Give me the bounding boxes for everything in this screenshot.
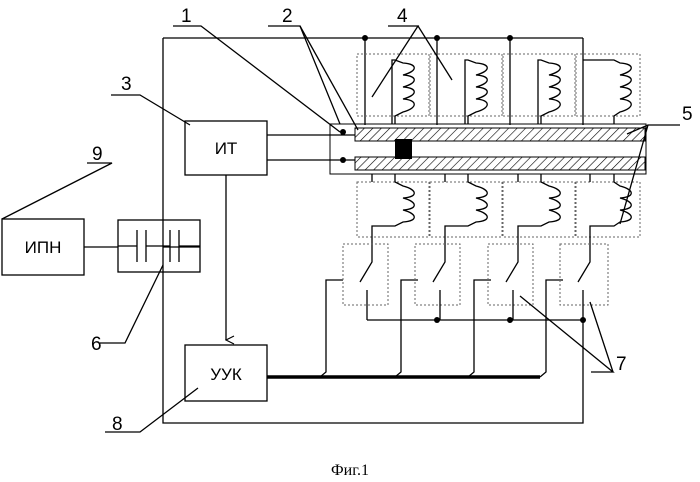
it-label: ИТ: [215, 139, 238, 158]
it-block: ИТ: [185, 121, 267, 175]
switches: [343, 244, 608, 323]
upper-coils: [357, 54, 640, 124]
uuk-label: УУК: [210, 365, 242, 384]
numeral-9: 9: [92, 144, 103, 165]
uuk-block: УУК: [185, 345, 267, 401]
figure-caption: Фиг.1: [331, 462, 369, 479]
numeral-8: 8: [112, 414, 123, 435]
numeral-1: 1: [181, 6, 192, 27]
numeral-5: 5: [682, 104, 693, 125]
lower-coils: [357, 174, 640, 245]
numeral-7: 7: [616, 354, 627, 375]
it-output-wires: [267, 135, 335, 160]
numeral-3: 3: [121, 74, 132, 95]
rail-assembly: [330, 124, 646, 174]
ipn-label: ИПН: [25, 238, 62, 257]
leader-lines: [2, 26, 680, 432]
numeral-6: 6: [91, 334, 102, 355]
numeral-2: 2: [282, 6, 293, 27]
numeral-4: 4: [397, 6, 408, 27]
capacitor-bank: [118, 220, 200, 272]
ipn-block: ИПН: [2, 219, 84, 275]
